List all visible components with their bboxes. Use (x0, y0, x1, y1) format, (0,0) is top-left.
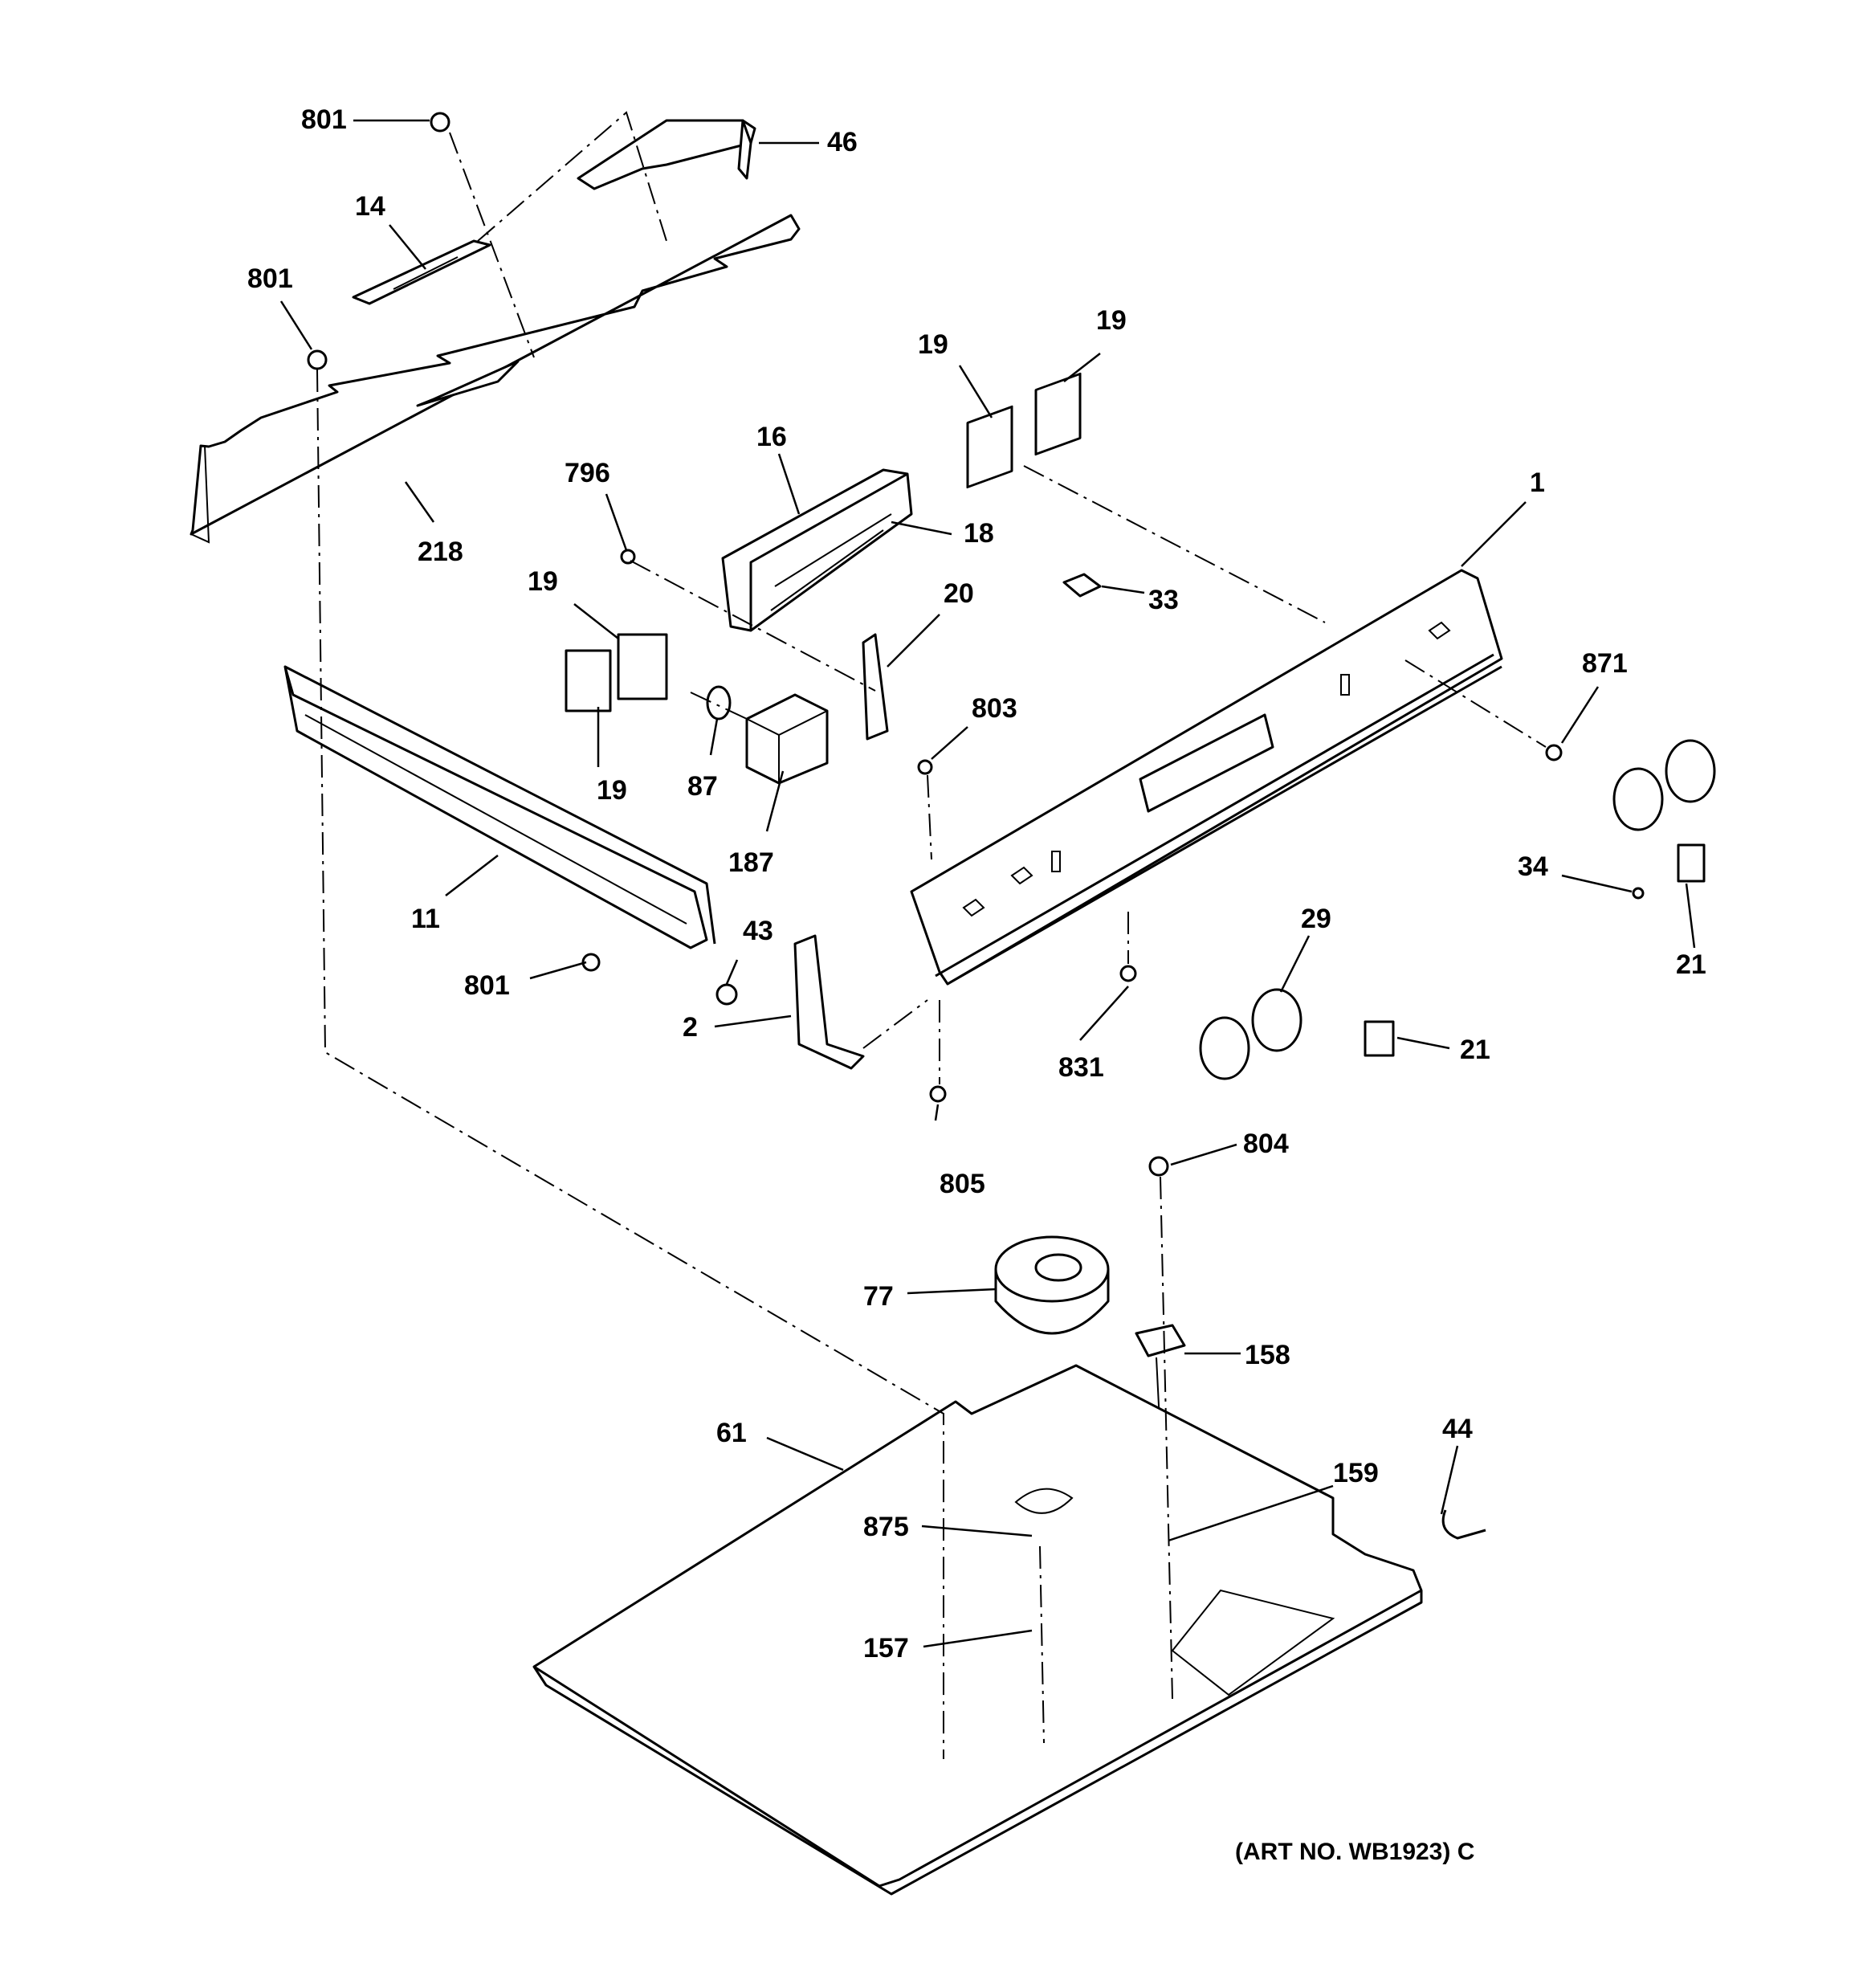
assembly-lines (316, 111, 1547, 1759)
label-19-a: 19 (918, 329, 948, 360)
part-44-cable (1441, 1509, 1486, 1540)
label-218: 218 (418, 537, 463, 567)
label-157: 157 (863, 1633, 909, 1663)
part-187-box (745, 693, 829, 785)
label-19-d: 19 (597, 775, 627, 806)
part-29-knob (1199, 988, 1302, 1080)
label-875: 875 (863, 1512, 909, 1542)
label-871: 871 (1582, 648, 1628, 679)
leader-lines (279, 119, 1696, 1648)
part-77-insulation-roll (994, 1235, 1110, 1335)
label-803: 803 (972, 693, 1017, 724)
label-804: 804 (1243, 1129, 1289, 1159)
label-158: 158 (1245, 1340, 1290, 1370)
label-801-top: 801 (301, 104, 347, 135)
part-46-bracket (577, 119, 756, 190)
label-801-left: 801 (247, 263, 293, 294)
part-knob-upper (1612, 739, 1716, 831)
label-16: 16 (756, 422, 787, 452)
label-87: 87 (687, 771, 718, 802)
label-33: 33 (1148, 585, 1179, 615)
label-29: 29 (1301, 904, 1331, 934)
label-187: 187 (728, 847, 774, 878)
label-18: 18 (964, 518, 994, 549)
part-16-control-board (721, 468, 913, 632)
callout-labels: 801 46 14 801 218 19 19 16 796 18 1 33 1… (247, 104, 1706, 1865)
label-19-b: 19 (1096, 305, 1127, 336)
label-796: 796 (565, 458, 610, 488)
part-21-rocker-switch (1364, 843, 1706, 1057)
label-46: 46 (827, 127, 858, 157)
label-801-bottom: 801 (464, 970, 510, 1001)
label-21-middle: 21 (1460, 1035, 1490, 1065)
label-61: 61 (716, 1418, 747, 1448)
part-87-washer (706, 685, 732, 720)
part-34-screw (1632, 887, 1645, 900)
part-14-plate (352, 239, 491, 305)
label-1: 1 (1530, 467, 1545, 498)
label-19-c: 19 (528, 566, 558, 597)
label-11: 11 (411, 904, 440, 934)
label-2: 2 (683, 1012, 698, 1043)
part-1-control-panel (910, 569, 1503, 986)
part-2-end-bracket (793, 934, 865, 1070)
part-11-trim-strip (283, 665, 716, 949)
label-21-right: 21 (1676, 949, 1706, 980)
part-19-switch-upper (966, 372, 1082, 489)
label-831: 831 (1058, 1052, 1104, 1083)
part-19-switch-lower (565, 633, 668, 712)
label-805: 805 (940, 1169, 985, 1199)
label-20: 20 (944, 578, 974, 609)
part-218-trim-bracket (190, 214, 801, 544)
part-20-clip (862, 633, 889, 741)
label-159: 159 (1333, 1458, 1379, 1488)
label-77: 77 (863, 1281, 894, 1312)
label-34: 34 (1518, 851, 1548, 882)
part-61-bottom-pan (532, 1364, 1423, 1896)
label-43: 43 (743, 916, 773, 946)
part-33-switch (1062, 573, 1102, 598)
label-44: 44 (1442, 1414, 1473, 1444)
art-number: (ART NO. WB1923) C (1235, 1839, 1474, 1865)
part-43-nut (715, 983, 738, 1006)
label-14: 14 (355, 191, 385, 222)
